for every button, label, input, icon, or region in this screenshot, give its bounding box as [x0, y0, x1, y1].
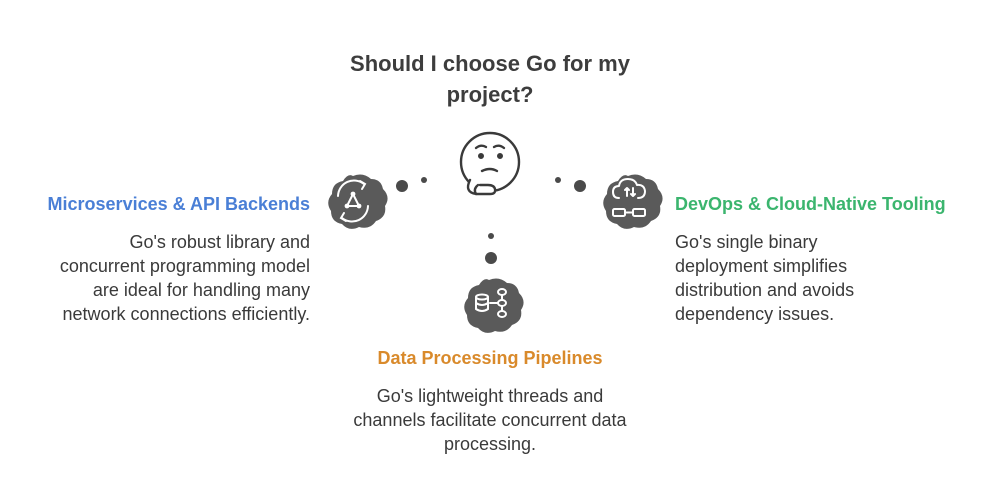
branch-center-description: Go's lightweight threads and channels fa… [353, 386, 627, 454]
dot-left-large [396, 180, 408, 192]
dot-center-small [488, 233, 494, 239]
cycle-network-icon [328, 174, 388, 229]
branch-left-heading: Microservices & API Backends [47, 194, 310, 214]
branch-center-heading: Data Processing Pipelines [377, 348, 603, 368]
dot-center-large [485, 252, 497, 264]
branch-right-description: Go's single binary deployment simplifies… [675, 232, 855, 324]
branch-left-description: Go's robust library and concurrent progr… [59, 232, 310, 324]
page-title: Should I choose Go for my project? [350, 51, 630, 107]
dot-right-large [574, 180, 586, 192]
connector-dots [396, 177, 586, 264]
dot-right-small [555, 177, 561, 183]
dot-left-small [421, 177, 427, 183]
branch-right-heading: DevOps & Cloud-Native Tooling [675, 194, 946, 214]
database-pipeline-icon [464, 278, 524, 333]
cloud-server-icon [603, 174, 663, 229]
thinking-face-icon [459, 131, 521, 196]
